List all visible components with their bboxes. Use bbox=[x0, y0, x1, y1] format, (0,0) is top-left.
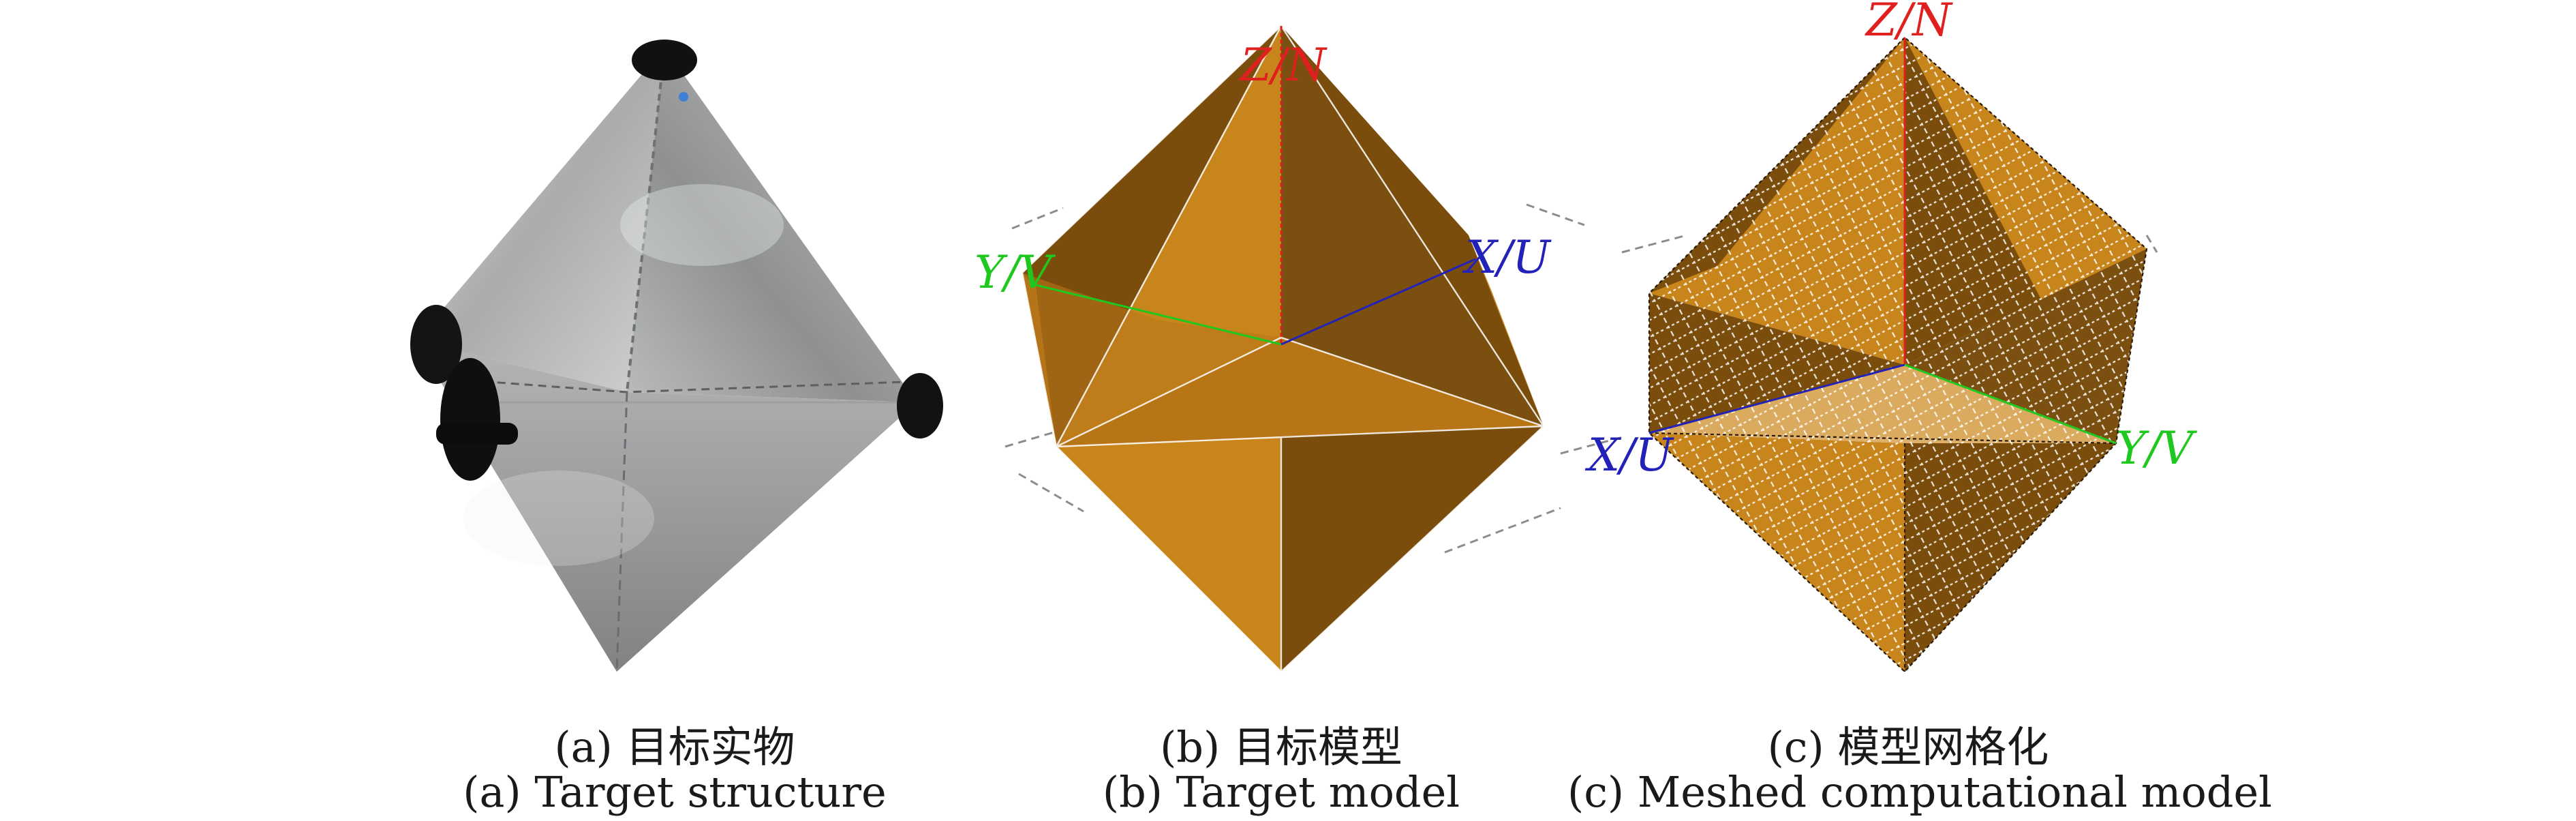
axis-x-line bbox=[1649, 363, 1905, 434]
caption-b-chinese: (b) 目标模型 bbox=[1160, 722, 1402, 772]
reference-dashed-line bbox=[1621, 234, 2158, 254]
photo-face-upper-right bbox=[627, 48, 917, 402]
axis-y-label: Y/V bbox=[975, 246, 1056, 299]
photo-face-lower bbox=[416, 341, 917, 672]
photo-corner-cap bbox=[410, 305, 462, 384]
axis-y-label: Y/V bbox=[2116, 422, 2198, 475]
photo-corner-cap bbox=[632, 40, 697, 80]
photo-seam bbox=[626, 47, 666, 393]
photo-highlight bbox=[620, 184, 784, 266]
mesh-overlay bbox=[1649, 38, 2147, 672]
caption-a-chinese: (a) 目标实物 bbox=[554, 722, 795, 772]
photo-corner-cap bbox=[436, 423, 518, 445]
axis-y-line bbox=[1035, 284, 1282, 346]
axis-x-label: X/U bbox=[1584, 429, 1674, 481]
photo-corner-cap bbox=[897, 373, 943, 438]
axis-z-label: Z/N bbox=[1865, 0, 1953, 46]
reference-dashed-line bbox=[1005, 428, 1626, 554]
model-face bbox=[1022, 273, 1281, 447]
caption-c-english: (c) Meshed computational model bbox=[1567, 767, 2272, 817]
photo-corner-cap bbox=[440, 358, 500, 481]
model-face bbox=[1469, 235, 1544, 426]
model-face bbox=[1056, 436, 1281, 672]
caption-c-chinese: (c) 模型网格化 bbox=[1767, 722, 2049, 772]
photo-face-upper-left bbox=[416, 48, 664, 392]
panel-b-model: Z/N Y/V X/U bbox=[975, 25, 1626, 673]
caption-b-english: (b) Target model bbox=[1102, 767, 1460, 817]
axis-x-label: X/U bbox=[1462, 231, 1552, 284]
axis-y-line bbox=[1904, 363, 2117, 445]
reference-dashed-line bbox=[1011, 203, 1585, 230]
model-edge bbox=[1021, 25, 1545, 673]
axis-x-line bbox=[1281, 258, 1476, 346]
caption-a-english: (a) Target structure bbox=[463, 767, 887, 817]
model-face bbox=[1056, 338, 1544, 447]
axis-z-label: Z/N bbox=[1239, 39, 1328, 91]
photo-blue-dot bbox=[679, 92, 688, 102]
panel-c-mesh: Z/N X/U Y/V bbox=[1584, 0, 2198, 673]
panel-a-photo bbox=[410, 40, 943, 672]
photo-highlight bbox=[463, 471, 654, 566]
mesh-edge bbox=[1648, 36, 2148, 673]
